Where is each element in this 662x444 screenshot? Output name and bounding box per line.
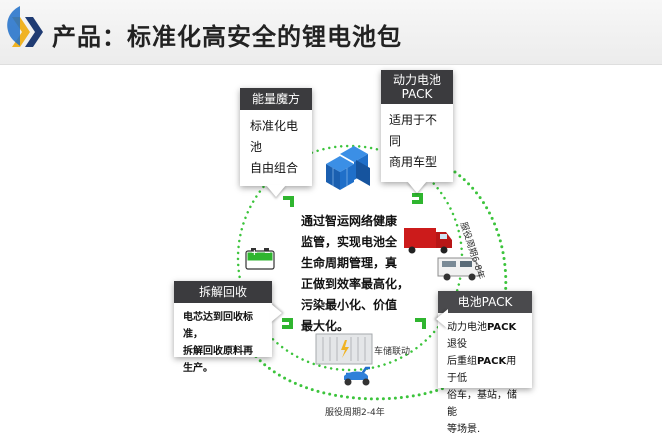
text-segment: 退役 [447, 339, 467, 350]
card-battery-pack: 电池PACK 动力电池PACK退役后重组PACK用于低俗车，基站，储能等场景. [436, 291, 532, 435]
card-tail [436, 309, 448, 329]
card-power-pack-line: 适用于不同 [389, 113, 438, 148]
card-battery-pack-line: 动力电池PACK 退役 [447, 319, 523, 353]
card-recycle-line: 生产。 [183, 363, 213, 374]
text-segment: 俗车，基站，储能 [447, 390, 517, 418]
card-power-pack-body: 适用于不同 商用车型 [381, 104, 453, 179]
card-battery-pack-body: 动力电池PACK退役后重组PACK用于低俗车，基站，储能等场景. [438, 313, 532, 444]
card-energy-cube-title: 能量魔方 [240, 88, 312, 110]
card-energy-cube-line: 标准化电池 [250, 119, 299, 154]
energy-cube-icon [326, 146, 370, 190]
red-truck-icon [404, 228, 452, 254]
card-energy-cube-body: 标准化电池 自由组合 [240, 110, 312, 185]
corner-logo-icon [7, 6, 20, 46]
card-recycle-body: 电芯达到回收标准， 拆解回收原料再 生产。 [174, 303, 272, 383]
card-battery-pack-line: 等场景. [447, 421, 523, 438]
chevron-icon [12, 17, 43, 47]
service-cycle-2-4-label: 服役周期2-4年 [325, 408, 385, 418]
ring-arrow-bottom-left [282, 318, 293, 329]
card-recycle-line: 拆解回收原料再 [183, 346, 253, 357]
card-power-pack: 动力电池 PACK 适用于不同 商用车型 [381, 70, 453, 193]
card-tail [270, 303, 282, 323]
card-battery-pack-title: 电池PACK [438, 291, 532, 313]
card-tail [266, 185, 286, 197]
battery-icon [245, 248, 275, 270]
storage-link-label: 车储联动 [374, 347, 411, 357]
page-title: 产品：标准化高安全的锂电池包 [52, 23, 402, 51]
card-recycle: 拆解回收 电芯达到回收标准， 拆解回收原料再 生产。 [174, 281, 282, 374]
center-line: 污染最小化、价值 [301, 298, 398, 312]
card-recycle-line: 电芯达到回收标准， [183, 312, 253, 340]
card-tail [407, 181, 427, 193]
ring-arrow-bottom-right [415, 318, 426, 329]
card-power-pack-title-line: 动力电池 [392, 73, 441, 87]
bold-segment: PACK [477, 356, 507, 367]
center-line: 最大化。 [301, 319, 350, 333]
scooter-icon [344, 366, 370, 386]
card-energy-cube-line: 自由组合 [250, 161, 299, 175]
text-segment: 后重组 [447, 356, 477, 367]
center-description: 通过智运网络健康 监管，实现电池全 生命周期管理，真 正做到效率最高化， 污染最… [301, 211, 415, 337]
bold-segment: PACK [487, 322, 517, 333]
card-battery-pack-line: 俗车，基站，储能 [447, 387, 523, 421]
card-energy-cube: 能量魔方 标准化电池 自由组合 [240, 88, 312, 197]
card-power-pack-line: 商用车型 [389, 155, 438, 169]
ring-arrow-top-right [412, 193, 423, 204]
text-segment: 等场景. [447, 424, 481, 435]
battery-minus-label: − [264, 248, 271, 257]
white-van-icon [437, 257, 481, 281]
center-line: 正做到效率最高化， [301, 277, 410, 291]
center-line: 监管，实现电池全 [301, 235, 398, 249]
header-bar: 产品：标准化高安全的锂电池包 [0, 0, 662, 65]
card-power-pack-title: 动力电池 PACK [381, 70, 453, 104]
card-battery-pack-line: 后重组PACK用于低 [447, 353, 523, 387]
storage-container-icon [315, 333, 373, 365]
card-recycle-title: 拆解回收 [174, 281, 272, 303]
battery-plus-label: + [251, 248, 258, 257]
text-segment: 用于低 [447, 356, 517, 384]
center-line: 生命周期管理，真 [301, 256, 398, 270]
text-segment: 动力电池 [447, 322, 487, 333]
ring-arrow-top-left [283, 196, 294, 207]
center-line: 通过智运网络健康 [301, 214, 398, 228]
card-power-pack-title-line: PACK [401, 87, 433, 101]
